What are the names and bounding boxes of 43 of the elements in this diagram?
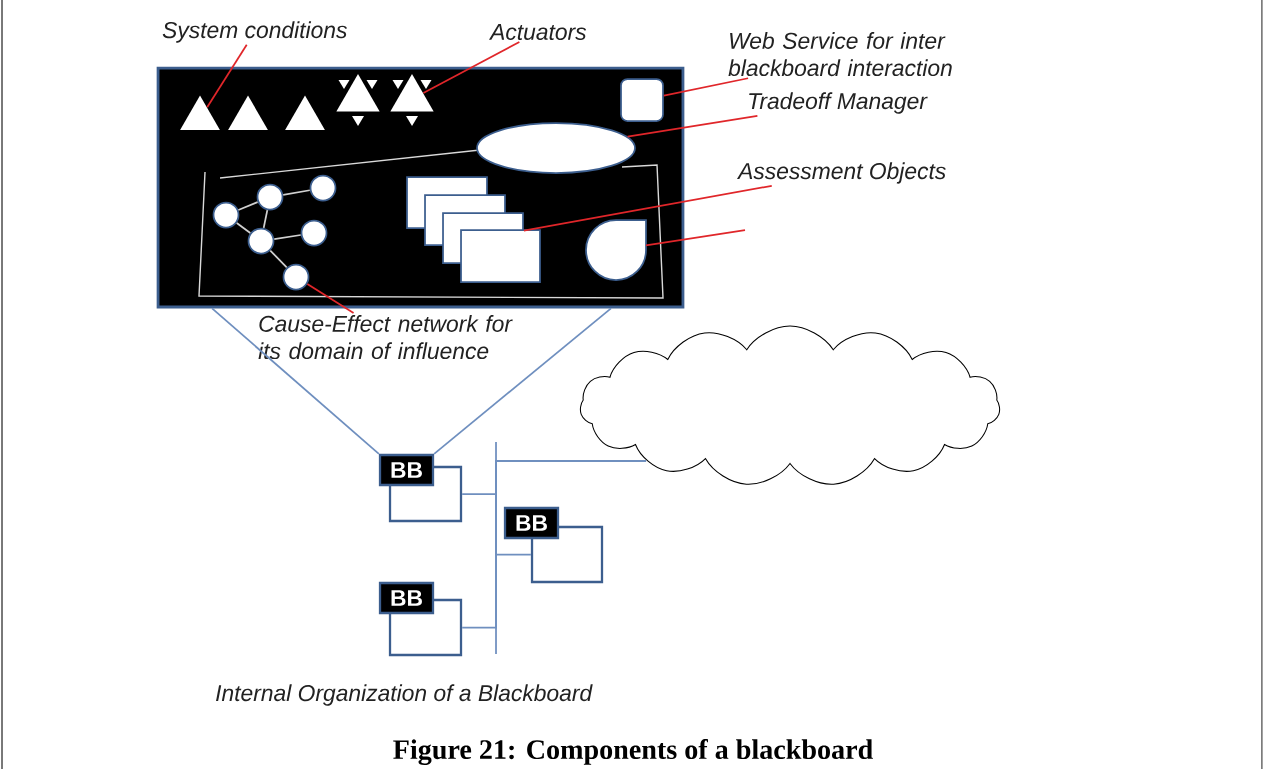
leader-line [663,77,749,97]
connector-line [211,307,380,455]
condition-triangle [285,95,325,130]
condition-triangle [180,95,220,130]
caption-label: Internal Organization of a Blackboard [216,684,593,706]
object-card [460,229,541,283]
cloud-shape [579,325,1001,485]
connector-line [433,307,612,455]
callout-label: Actuators [489,24,587,40]
bb-box: BB [503,506,560,540]
actuator-symbol [336,74,380,126]
network-link [262,209,269,229]
network-node [256,183,284,211]
callout-label: Assessment Objects [737,162,946,184]
network-node [247,227,275,255]
leader-line [422,41,521,94]
leader-line [206,43,248,109]
network-link [273,234,302,240]
figure-caption: Figure 21: Components of a blackboard [393,739,873,765]
bb-box: BB [378,581,435,615]
connector-line [461,459,647,629]
network-link [235,222,252,234]
ellipse-shape [476,122,636,174]
callout-label: System conditions [162,21,347,43]
leader-line [523,184,773,232]
leader-line [306,283,355,314]
callout-label: Tradeoff Manager [749,92,928,114]
callout-label: Cause-Effect network for its domain of influence [258,315,513,360]
leader-line [645,229,746,247]
bb-box: BB [378,453,435,487]
network-node [282,263,310,291]
rounded-square [620,78,664,122]
callout-label: Web Service for inter blackboard interaction [728,32,952,77]
actuator-symbol [390,74,434,126]
network-node [309,174,337,202]
condition-triangle [228,95,268,130]
leader-line [626,114,759,138]
network-node [212,201,240,229]
network-link [282,189,311,196]
network-link [269,249,288,269]
network-node [300,219,328,247]
network-link [237,201,259,211]
teardrop-shape [585,219,647,281]
